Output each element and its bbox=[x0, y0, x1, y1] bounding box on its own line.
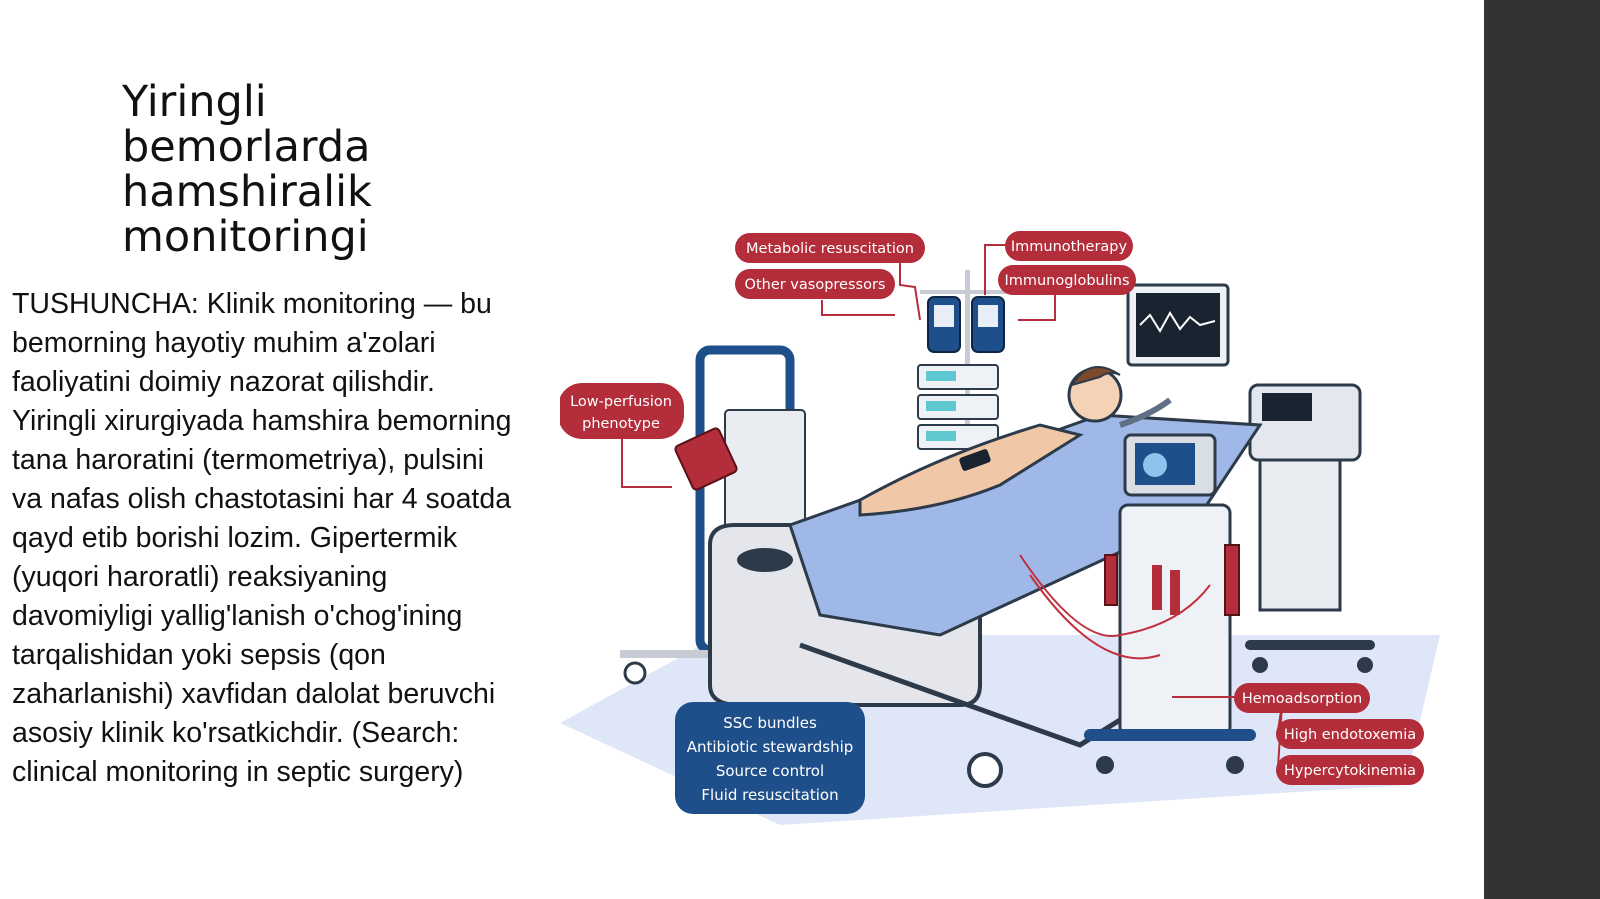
label-immunoglobulins: Immunoglobulins bbox=[998, 265, 1136, 295]
ssc-line-fluid: Fluid resuscitation bbox=[701, 786, 838, 804]
ssc-bundles-box: SSC bundles Antibiotic stewardship Sourc… bbox=[675, 702, 865, 814]
ssc-line-antibiotic: Antibiotic stewardship bbox=[687, 738, 854, 756]
iv-pole-with-pumps bbox=[917, 270, 1030, 475]
label-high-endotoxemia: High endotoxemia bbox=[1276, 719, 1424, 749]
label-immunoglobulins-text: Immunoglobulins bbox=[1004, 273, 1129, 289]
slide-body-text: TUSHUNCHA: Klinik monitoring — bu bemorn… bbox=[12, 288, 512, 788]
slide: Yiringli bemorlarda hamshiralik monitori… bbox=[12, 77, 1440, 825]
ssc-line-bundles: SSC bundles bbox=[723, 714, 817, 732]
slide-title: Yiringli bemorlarda hamshiralik monitori… bbox=[122, 77, 372, 262]
ventilator-tower bbox=[1126, 283, 1375, 673]
label-low-perfusion-line1: Low-perfusion bbox=[570, 394, 672, 410]
label-hypercytokinemia: Hypercytokinemia bbox=[1276, 755, 1424, 785]
label-hypercytokinemia-text: Hypercytokinemia bbox=[1284, 763, 1416, 779]
label-immunotherapy: Immunotherapy bbox=[1005, 231, 1133, 261]
label-hemoadsorption: Hemoadsorption bbox=[1234, 683, 1370, 713]
right-dark-sidebar bbox=[1484, 0, 1600, 899]
label-low-perfusion-phenotype: Low-perfusion phenotype bbox=[560, 383, 684, 439]
patient-figure bbox=[858, 366, 1172, 517]
label-other-vasopressors: Other vasopressors bbox=[735, 269, 895, 299]
label-metabolic-text: Metabolic resuscitation bbox=[746, 241, 914, 257]
label-vasopressors-text: Other vasopressors bbox=[745, 277, 886, 293]
label-endotoxemia-text: High endotoxemia bbox=[1284, 727, 1416, 743]
label-hemoadsorption-text: Hemoadsorption bbox=[1242, 691, 1362, 707]
label-immunotherapy-text: Immunotherapy bbox=[1011, 239, 1128, 255]
icu-sepsis-illustration: Metabolic resuscitation Other vasopresso… bbox=[560, 231, 1440, 825]
label-low-perfusion-line2: phenotype bbox=[582, 416, 660, 432]
label-metabolic-resuscitation: Metabolic resuscitation bbox=[735, 233, 925, 263]
ssc-line-source-control: Source control bbox=[716, 762, 824, 780]
hemoadsorption-machine bbox=[1019, 433, 1256, 774]
